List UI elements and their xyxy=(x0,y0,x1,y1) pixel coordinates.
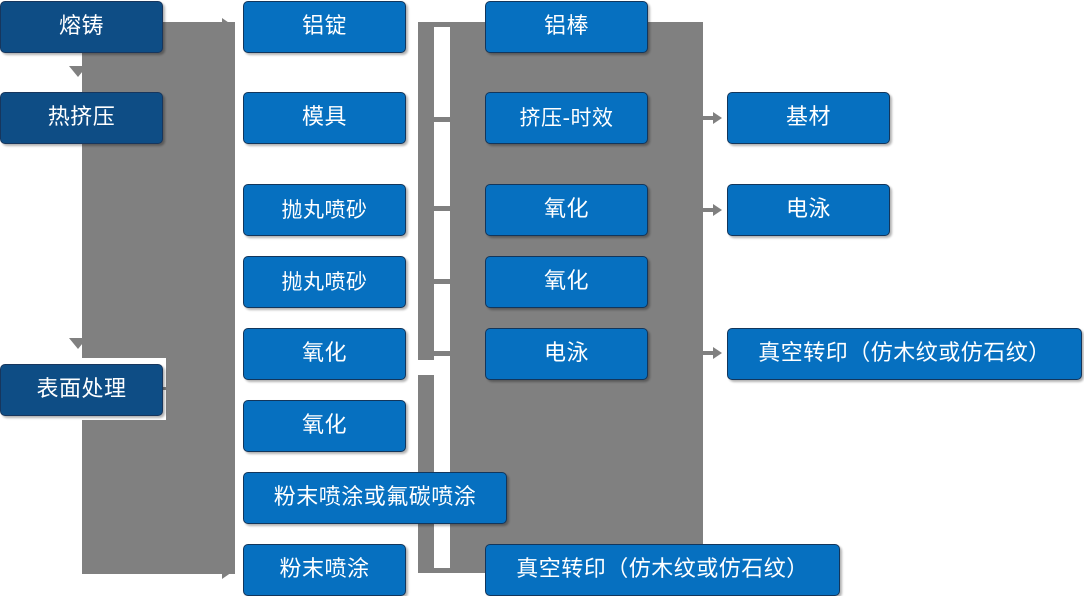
process-label-oxidation-c3-1: 氧化 xyxy=(543,197,589,222)
process-box-powder-or-fluorocarbon-coating[interactable]: 粉末喷涂或氟碳喷涂 xyxy=(243,472,507,524)
arrow-right-icon-l5 xyxy=(222,345,235,363)
process-label-electrophoresis-c3: 电泳 xyxy=(543,341,589,366)
process-box-shot-blasting-2[interactable]: 抛丸喷砂 xyxy=(243,256,406,308)
connector-rung-3 xyxy=(418,206,456,211)
stage-box-extrusion[interactable]: 热挤压 xyxy=(0,92,163,144)
process-label-vacuum-transfer-c4: 真空转印（仿木纹或仿石纹） xyxy=(758,341,1051,366)
arrow-right-icon-r1 xyxy=(713,112,722,124)
stage-label-surface-treatment: 表面处理 xyxy=(36,377,127,402)
arrow-right-icon-l7 xyxy=(222,489,235,507)
connector-rung-1 xyxy=(418,22,456,27)
process-box-oxidation-c3-1[interactable]: 氧化 xyxy=(485,184,648,236)
process-box-vacuum-transfer-c3[interactable]: 真空转印（仿木纹或仿石纹） xyxy=(485,544,840,596)
arrow-right-icon-l4 xyxy=(222,273,235,291)
process-label-mold: 模具 xyxy=(301,105,347,130)
process-label-oxidation-c2-1: 氧化 xyxy=(301,341,347,366)
arrow-shaft-r3 xyxy=(703,351,715,355)
process-box-aluminum-ingot[interactable]: 铝锭 xyxy=(243,1,406,53)
arrow-right-icon-l1 xyxy=(222,18,235,36)
process-label-electrophoresis-c4: 电泳 xyxy=(785,197,831,222)
process-box-oxidation-c2-2[interactable]: 氧化 xyxy=(243,400,406,452)
arrow-shaft-r1 xyxy=(703,116,715,120)
arrow-down-icon-stage-2 xyxy=(69,338,87,349)
arrow-right-icon-r2 xyxy=(713,204,722,216)
process-label-shot-blasting-2: 抛丸喷砂 xyxy=(281,269,368,294)
process-label-powder-coating: 粉末喷涂 xyxy=(279,557,370,582)
process-box-vacuum-transfer-c4[interactable]: 真空转印（仿木纹或仿石纹） xyxy=(727,328,1082,380)
process-box-extrusion-aging[interactable]: 挤压-时效 xyxy=(485,92,648,144)
connector-band-narrow-upper xyxy=(418,22,434,360)
arrow-right-icon-l6 xyxy=(222,417,235,435)
stage-label-melting: 熔铸 xyxy=(58,14,104,39)
arrow-right-icon-l2 xyxy=(222,109,235,127)
process-label-oxidation-c2-2: 氧化 xyxy=(301,413,347,438)
stage-box-surface-treatment[interactable]: 表面处理 xyxy=(0,364,163,416)
process-box-oxidation-c3-2[interactable]: 氧化 xyxy=(485,256,648,308)
process-box-oxidation-c2-1[interactable]: 氧化 xyxy=(243,328,406,380)
process-label-aluminum-bar: 铝棒 xyxy=(543,14,589,39)
process-label-oxidation-c3-2: 氧化 xyxy=(543,269,589,294)
process-box-powder-coating[interactable]: 粉末喷涂 xyxy=(243,544,406,596)
process-label-extrusion-aging: 挤压-时效 xyxy=(519,105,614,130)
arrow-down-icon-stage xyxy=(69,66,87,77)
process-box-mold[interactable]: 模具 xyxy=(243,92,406,144)
connector-rung-5 xyxy=(418,351,456,356)
stage-box-melting[interactable]: 熔铸 xyxy=(0,1,163,53)
process-box-electrophoresis-c4[interactable]: 电泳 xyxy=(727,184,890,236)
process-label-shot-blasting-1: 抛丸喷砂 xyxy=(281,197,368,222)
arrow-right-icon-l3 xyxy=(222,201,235,219)
process-box-electrophoresis-c3[interactable]: 电泳 xyxy=(485,328,648,380)
connector-stub-surface xyxy=(160,387,190,390)
process-label-vacuum-transfer-c3: 真空转印（仿木纹或仿石纹） xyxy=(516,557,809,582)
arrow-right-icon-r3 xyxy=(713,347,722,359)
arrow-shaft-r2 xyxy=(703,208,715,212)
stage-label-extrusion: 热挤压 xyxy=(47,105,116,130)
connector-rung-4 xyxy=(418,279,456,284)
process-box-aluminum-bar[interactable]: 铝棒 xyxy=(485,1,648,53)
process-label-base-material: 基材 xyxy=(785,105,831,130)
process-box-base-material[interactable]: 基材 xyxy=(727,92,890,144)
arrow-right-icon-l8 xyxy=(222,561,235,579)
connector-rung-2 xyxy=(418,117,456,122)
process-label-powder-or-fluorocarbon-coating: 粉末喷涂或氟碳喷涂 xyxy=(273,485,477,510)
process-label-aluminum-ingot: 铝锭 xyxy=(301,14,347,39)
connector-rung-6 xyxy=(418,568,456,573)
process-box-shot-blasting-1[interactable]: 抛丸喷砂 xyxy=(243,184,406,236)
